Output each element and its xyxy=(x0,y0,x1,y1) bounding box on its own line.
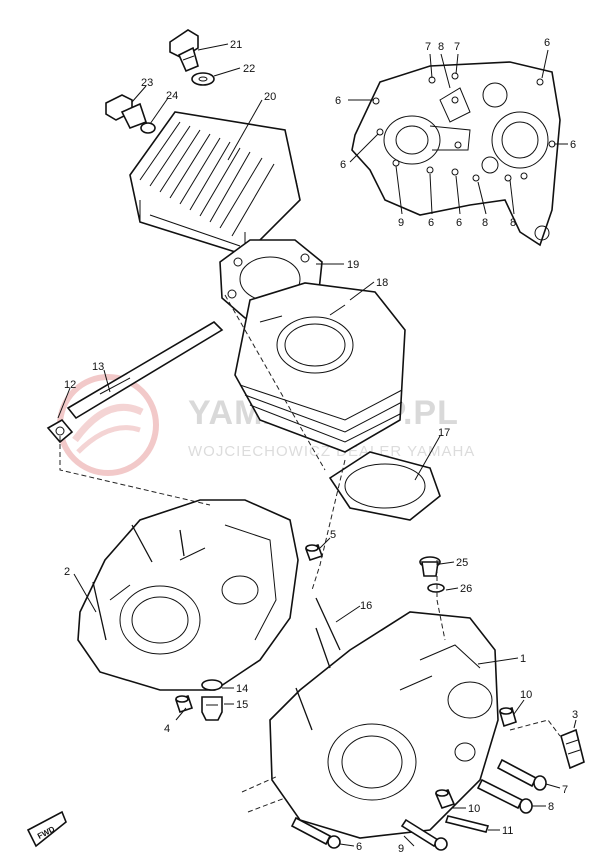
callout-label: 15 xyxy=(236,699,248,711)
assembly-guides xyxy=(59,294,561,813)
callout-label: 26 xyxy=(460,583,472,595)
part-bolt-9 xyxy=(400,818,448,851)
part-head-bolt xyxy=(169,29,199,73)
callout-label: 23 xyxy=(141,77,153,89)
part-bolt-8 xyxy=(476,778,533,814)
part-stud-16 xyxy=(315,597,341,651)
part-bolt-7 xyxy=(496,758,547,791)
part-dowel-pin-10a xyxy=(499,706,517,728)
callout-label: 1 xyxy=(520,653,526,665)
part-cylinder xyxy=(234,282,406,453)
callout-label: 7 xyxy=(454,41,460,53)
callout-label: 7 xyxy=(562,784,568,796)
part-stud-left xyxy=(92,524,185,641)
part-drain-washer xyxy=(201,679,223,691)
callout-label: 9 xyxy=(398,843,404,855)
part-dowel-pin-4 xyxy=(174,694,194,714)
callout-label: 18 xyxy=(376,277,388,289)
part-dowel-pin-5 xyxy=(304,543,324,562)
callout-label: 6 xyxy=(456,217,462,229)
callout-label: 6 xyxy=(544,37,550,49)
callout-label: 16 xyxy=(360,600,372,612)
part-dowel-pin-10b xyxy=(434,789,456,809)
callout-label: 8 xyxy=(548,801,554,813)
callout-label: 6 xyxy=(428,217,434,229)
callout-label: 8 xyxy=(510,217,516,229)
callout-label: 20 xyxy=(264,91,276,103)
callout-label: 10 xyxy=(468,803,480,815)
callout-label: 11 xyxy=(502,825,513,837)
callout-label: 22 xyxy=(243,63,255,75)
leader-lines xyxy=(57,43,577,847)
part-filler-washer xyxy=(427,583,445,593)
part-drain-bolt xyxy=(201,696,223,721)
callout-label: 9 xyxy=(398,217,404,229)
inset-crankcase-view xyxy=(351,61,561,247)
part-short-washer xyxy=(140,122,156,134)
part-oil-pipe xyxy=(66,320,224,420)
callout-label: 5 xyxy=(330,529,336,541)
callout-label: 6 xyxy=(356,841,362,853)
callouts: 21 22 23 24 20 19 18 13 12 17 5 2 16 25 … xyxy=(64,37,578,855)
part-short-bolt xyxy=(105,94,148,130)
callout-label: 8 xyxy=(482,217,488,229)
part-crankcase-right xyxy=(269,611,499,839)
callout-label: 19 xyxy=(347,259,359,271)
callout-label: 17 xyxy=(438,427,450,439)
callout-label: 6 xyxy=(335,95,341,107)
part-bolt-6 xyxy=(290,816,341,849)
part-banjo-fitting xyxy=(46,418,74,444)
fwd-arrow-icon: FWD xyxy=(26,810,67,848)
watermark-subtitle: WOJCIECHOWICZ DEALER YAMAHA xyxy=(188,443,475,460)
callout-label: 25 xyxy=(456,557,468,569)
part-head-washer xyxy=(191,72,215,86)
callout-label: 12 xyxy=(64,379,76,391)
part-stud-right xyxy=(295,627,331,731)
callout-label: 3 xyxy=(572,709,578,721)
part-cylinder-head xyxy=(129,111,301,256)
callout-label: 21 xyxy=(230,39,242,51)
callout-label: 24 xyxy=(166,90,178,102)
part-damper xyxy=(560,728,585,770)
part-pin-11 xyxy=(444,815,490,833)
callout-label: 13 xyxy=(92,361,104,373)
callout-label: 8 xyxy=(438,41,444,53)
callout-label: 7 xyxy=(425,41,431,53)
callout-label: 6 xyxy=(570,139,576,151)
part-base-gasket xyxy=(328,451,441,521)
callout-label: 6 xyxy=(340,159,346,171)
callout-label: 4 xyxy=(164,723,170,735)
callout-label: 14 xyxy=(236,683,248,695)
callout-label: 2 xyxy=(64,566,70,578)
part-filler-plug xyxy=(419,556,441,577)
part-crankcase-left xyxy=(77,499,299,691)
callout-label: 10 xyxy=(520,689,532,701)
